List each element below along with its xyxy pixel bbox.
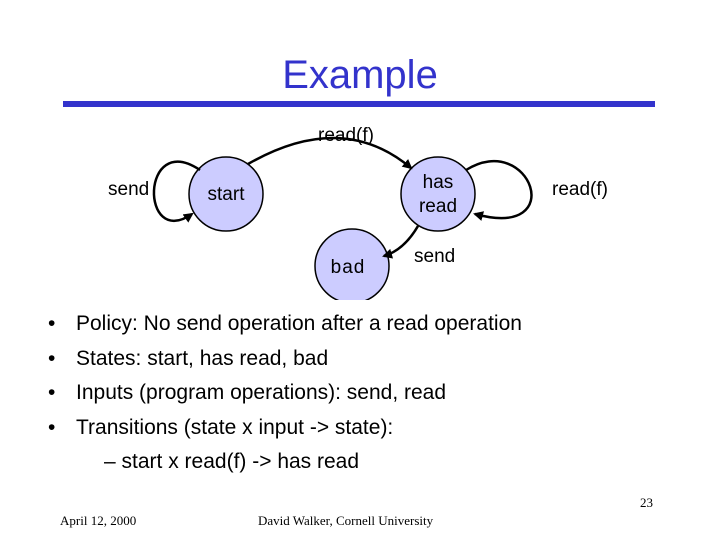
sub-bullet-text: start x read(f) -> has read: [121, 450, 360, 473]
bullet-item: • Transitions (state x input -> state):: [48, 411, 522, 446]
footer-date: April 12, 2000: [60, 513, 137, 528]
bullet-text: Inputs (program operations): send, read: [76, 381, 447, 404]
bullet-item: • Inputs (program operations): send, rea…: [48, 376, 522, 411]
bullet-marker: •: [48, 381, 56, 404]
state-start: [188, 156, 264, 232]
footer-author: David Walker, Cornell University: [258, 513, 434, 528]
bullet-text: States: start, has read, bad: [76, 346, 329, 370]
state-has-read: [400, 156, 476, 232]
bullet-text: Transitions (state x input -> state):: [76, 415, 394, 439]
bullet-text: Policy: No send operation after a read o…: [76, 312, 522, 335]
edge-start-send-self: [152, 160, 201, 223]
slide-title: Example: [282, 53, 438, 97]
edge-has-read-read-self: [465, 159, 533, 221]
state-has-read-label-line1: has: [422, 172, 454, 193]
edge-label-send-self: send: [108, 179, 150, 200]
edge-label-read-self: read(f): [552, 179, 608, 200]
state-start-label: start: [207, 184, 245, 205]
state-bad: [314, 228, 390, 300]
bullet-item: • States: start, has read, bad: [48, 342, 522, 377]
edge-label-send-bad: send: [414, 246, 456, 267]
bullet-marker: •: [48, 415, 56, 439]
bullet-marker: •: [48, 312, 56, 335]
page-number: 23: [640, 495, 653, 510]
sub-bullet-marker: –: [104, 450, 116, 473]
state-has-read-label-line2: read: [418, 196, 458, 217]
edge-start-read-has-read: [247, 136, 413, 170]
state-bad-label: bad: [330, 257, 366, 278]
bullet-marker: •: [48, 346, 56, 370]
edge-label-read-top: read(f): [318, 125, 374, 146]
sub-bullet-item: – start x read(f) -> has read: [48, 445, 522, 480]
bullet-item: • Policy: No send operation after a read…: [48, 307, 522, 342]
bullet-list: • Policy: No send operation after a read…: [48, 307, 522, 480]
title-underline: [63, 101, 655, 107]
state-diagram: [152, 136, 533, 300]
edge-has-read-send-bad: [382, 225, 420, 259]
